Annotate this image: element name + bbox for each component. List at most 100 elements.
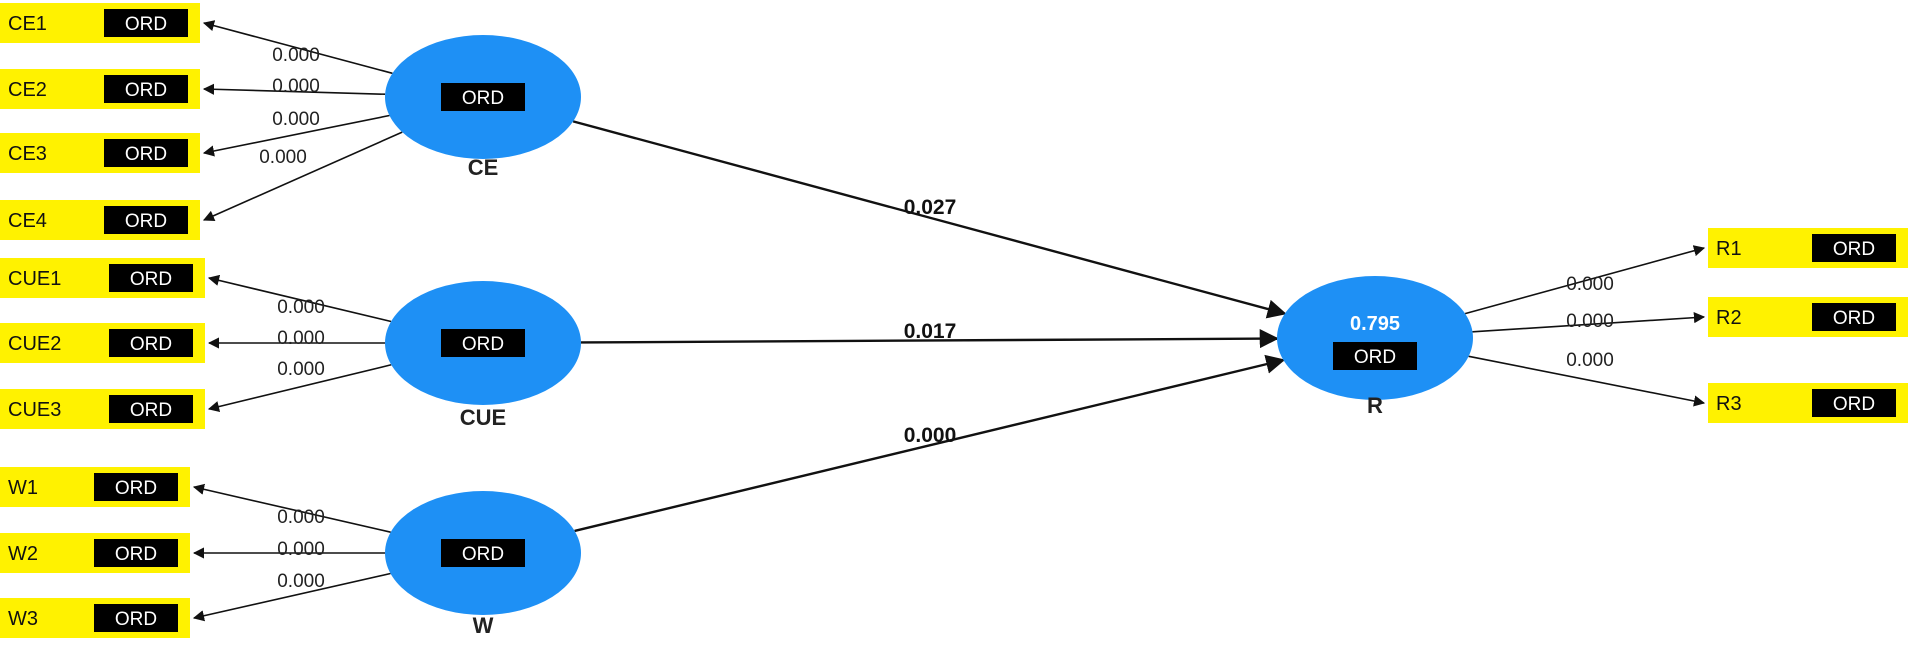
indicator-r1[interactable]: R1 ORD bbox=[1708, 228, 1908, 268]
indicator-r2[interactable]: R2 ORD bbox=[1708, 297, 1908, 337]
indicator-label: CE4 bbox=[8, 210, 47, 232]
latent-name: R bbox=[1367, 393, 1383, 418]
loading-value-w3: 0.000 bbox=[277, 571, 325, 592]
indicator-label: CE1 bbox=[8, 13, 47, 35]
ord-badge bbox=[441, 83, 525, 111]
loading-arrow-cue3 bbox=[207, 364, 392, 413]
indicator-label: R3 bbox=[1716, 393, 1742, 415]
indicator-label: CUE3 bbox=[8, 399, 61, 421]
indicator-w3[interactable]: W3 ORD bbox=[0, 598, 190, 638]
indicator-label: W3 bbox=[8, 608, 38, 630]
ord-badge bbox=[441, 539, 525, 567]
loading-value-r2: 0.000 bbox=[1566, 311, 1614, 332]
labels-layer: 0.000 0.000 0.000 0.000 0.000 0.000 0.000 0.000… bbox=[259, 45, 1614, 638]
ord-badge bbox=[94, 604, 178, 632]
latent-ce[interactable]: ORD bbox=[385, 35, 581, 159]
loading-value-w1: 0.000 bbox=[277, 507, 325, 528]
ord-badge bbox=[104, 9, 188, 37]
edges-layer bbox=[192, 20, 1706, 622]
indicator-label: CE3 bbox=[8, 143, 47, 165]
path-coefficient-ce-r: 0.027 bbox=[904, 196, 957, 219]
loading-arrow-r3 bbox=[1468, 355, 1706, 407]
indicator-label: CE2 bbox=[8, 79, 47, 101]
indicator-cue3[interactable]: CUE3 ORD bbox=[0, 389, 205, 429]
loading-value-ce3: 0.000 bbox=[272, 109, 320, 130]
ord-badge bbox=[1333, 342, 1417, 370]
indicator-ce4[interactable]: CE4 ORD bbox=[0, 200, 200, 240]
loading-value-cue1: 0.000 bbox=[277, 297, 325, 318]
ord-badge bbox=[104, 206, 188, 234]
indicator-label: R2 bbox=[1716, 307, 1742, 329]
ord-badge bbox=[94, 473, 178, 501]
path-arrow-cue-r bbox=[580, 329, 1279, 349]
ord-badge bbox=[109, 329, 193, 357]
ord-badge-text: ORD bbox=[462, 544, 504, 565]
loading-arrow-r2 bbox=[1472, 312, 1706, 333]
loading-value-r3: 0.000 bbox=[1566, 350, 1614, 371]
loading-arrow-ce1 bbox=[202, 20, 393, 75]
loading-value-ce2: 0.000 bbox=[272, 76, 320, 97]
loading-arrow-ce3 bbox=[202, 114, 390, 157]
ord-badge bbox=[109, 395, 193, 423]
ord-badge bbox=[109, 264, 193, 292]
ord-badge-text: ORD bbox=[462, 88, 504, 109]
indicator-ce1[interactable]: CE1 ORD bbox=[0, 3, 200, 43]
loading-arrow-r1 bbox=[1464, 245, 1706, 315]
ord-badge-text: ORD bbox=[462, 334, 504, 355]
ord-badge bbox=[104, 139, 188, 167]
ord-badge-text: ORD bbox=[125, 14, 167, 35]
loading-arrow-cue1 bbox=[207, 274, 392, 323]
loading-value-r1: 0.000 bbox=[1566, 274, 1614, 295]
latent-name: W bbox=[473, 613, 494, 638]
path-arrow-ce-r bbox=[572, 120, 1287, 319]
latent-w[interactable]: ORD bbox=[385, 491, 581, 615]
indicator-r3[interactable]: R3 ORD bbox=[1708, 383, 1908, 423]
indicator-label: R1 bbox=[1716, 238, 1742, 260]
ord-badge-text: ORD bbox=[1833, 308, 1875, 329]
loading-arrow-w3 bbox=[192, 572, 391, 622]
loading-arrow-w1 bbox=[192, 483, 391, 533]
ord-badge-text: ORD bbox=[125, 144, 167, 165]
ord-badge-text: ORD bbox=[115, 478, 157, 499]
ord-badge bbox=[1812, 234, 1896, 262]
latent-cue[interactable]: ORD bbox=[385, 281, 581, 405]
loading-value-cue2: 0.000 bbox=[277, 328, 325, 349]
loading-value-ce4: 0.000 bbox=[259, 147, 307, 168]
path-arrow-w-r bbox=[574, 354, 1286, 533]
ord-badge bbox=[1812, 389, 1896, 417]
indicator-w1[interactable]: W1 ORD bbox=[0, 467, 190, 507]
ord-badge-text: ORD bbox=[1833, 239, 1875, 260]
latent-name: CE bbox=[468, 155, 499, 180]
ord-badge-text: ORD bbox=[130, 269, 172, 290]
indicator-label: W1 bbox=[8, 477, 38, 499]
ord-badge-text: ORD bbox=[130, 334, 172, 355]
indicator-label: CUE2 bbox=[8, 333, 61, 355]
path-coefficient-w-r: 0.000 bbox=[904, 424, 957, 447]
indicator-cue2[interactable]: CUE2 ORD bbox=[0, 323, 205, 363]
latent-name: CUE bbox=[460, 405, 506, 430]
ord-badge bbox=[441, 329, 525, 357]
ord-badge-text: ORD bbox=[115, 609, 157, 630]
ord-badge-text: ORD bbox=[130, 400, 172, 421]
ord-badge-text: ORD bbox=[1833, 394, 1875, 415]
loading-arrow-ce4 bbox=[202, 131, 403, 222]
loading-arrow-ce2 bbox=[202, 83, 386, 96]
latent-ellipse bbox=[1277, 276, 1473, 400]
ord-badge-text: ORD bbox=[1354, 347, 1396, 368]
ord-badge bbox=[104, 75, 188, 103]
indicator-ce3[interactable]: CE3 ORD bbox=[0, 133, 200, 173]
loading-value-ce1: 0.000 bbox=[272, 45, 320, 66]
ord-badge bbox=[94, 539, 178, 567]
indicator-label: W2 bbox=[8, 543, 38, 565]
ord-badge-text: ORD bbox=[125, 211, 167, 232]
loading-value-w2: 0.000 bbox=[277, 539, 325, 560]
indicator-ce2[interactable]: CE2 ORD bbox=[0, 69, 200, 109]
ord-badge bbox=[1812, 303, 1896, 331]
ord-badge-text: ORD bbox=[125, 80, 167, 101]
r-squared-value: 0.795 bbox=[1350, 313, 1400, 335]
